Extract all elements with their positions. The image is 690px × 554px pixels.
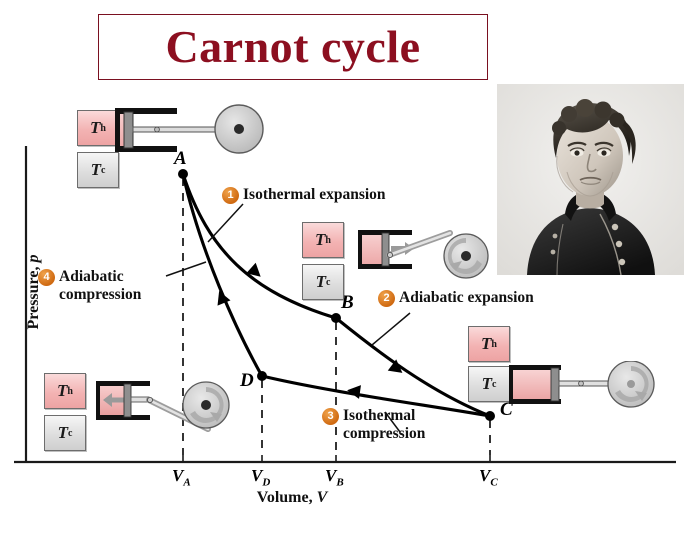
tick-label-vc: VC bbox=[479, 466, 498, 489]
annotation-4-line2: compression bbox=[59, 286, 142, 303]
point-d-dot bbox=[257, 371, 267, 381]
arrow-adiabatic-expansion bbox=[387, 359, 403, 373]
curve-isothermal-compression bbox=[260, 374, 492, 418]
point-b-dot bbox=[331, 313, 341, 323]
tick-label-vb: VB bbox=[325, 466, 344, 489]
step-badge-1: 1 bbox=[222, 187, 239, 204]
engine-mid-right-svg bbox=[358, 230, 489, 279]
tick-label-vd: VD bbox=[251, 466, 271, 489]
title-box: Carnot cycle bbox=[98, 14, 488, 80]
point-label-b: B bbox=[341, 292, 354, 313]
engine-bottom-right-svg bbox=[509, 360, 655, 408]
arrow-adiabatic-compression bbox=[217, 290, 231, 306]
page-title: Carnot cycle bbox=[165, 21, 421, 72]
leader-line-1 bbox=[207, 203, 244, 243]
tick-label-va: VA bbox=[172, 466, 191, 489]
annotation-1-line1: Isothermal expansion bbox=[243, 186, 386, 203]
point-c-dot bbox=[485, 411, 495, 421]
leader-line-4 bbox=[165, 261, 207, 277]
engine-top-left-svg bbox=[115, 104, 264, 154]
annotation-3-line2: compression bbox=[343, 425, 426, 442]
point-label-c: C bbox=[500, 399, 513, 420]
point-label-a: A bbox=[174, 148, 187, 169]
leader-line-3 bbox=[384, 411, 401, 433]
annotation-3-line1: Isothermal bbox=[343, 407, 416, 424]
x-axis-label: Volume, V bbox=[256, 489, 328, 506]
step-badge-4: 4 bbox=[38, 269, 55, 286]
step-badge-3: 3 bbox=[322, 408, 339, 425]
engine-bottom-left bbox=[96, 375, 236, 450]
piston-motion-arrow-left bbox=[103, 393, 124, 407]
curve-adiabatic-expansion bbox=[334, 316, 492, 418]
carnot-portrait bbox=[497, 84, 684, 275]
annotation-4-line1: Adiabatic bbox=[59, 268, 124, 285]
engine-bottom-left-svg bbox=[96, 381, 230, 432]
curve-isothermal-expansion bbox=[181, 172, 338, 320]
annotation-2-line1: Adiabatic expansion bbox=[399, 289, 534, 306]
portrait-engraving bbox=[497, 84, 684, 275]
engine-bottom-right bbox=[509, 360, 684, 424]
arrow-isothermal-compression bbox=[347, 385, 361, 399]
curve-adiabatic-compression bbox=[181, 172, 264, 378]
engine-mid-right bbox=[358, 224, 498, 291]
engine-top-left bbox=[115, 100, 275, 169]
point-a-dot bbox=[178, 169, 188, 179]
step-badge-2: 2 bbox=[378, 290, 395, 307]
leader-line-2 bbox=[371, 312, 411, 346]
point-label-d: D bbox=[240, 370, 254, 391]
arrow-isothermal-expansion bbox=[246, 262, 261, 277]
